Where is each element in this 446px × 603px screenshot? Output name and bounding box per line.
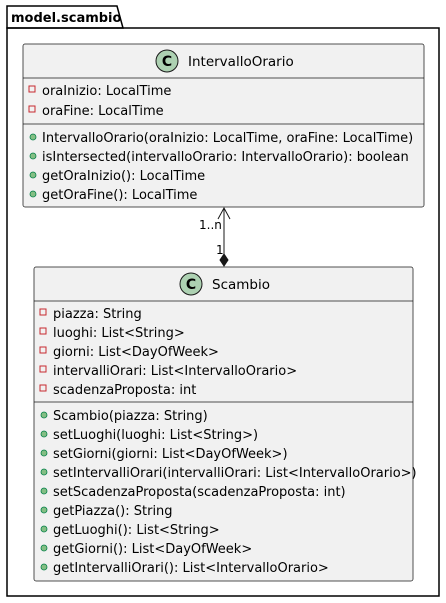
package-frame: model.scambio <box>6 5 440 597</box>
private-marker-icon <box>39 365 47 373</box>
attribute: scadenzaProposta: int <box>53 383 196 398</box>
method: getOraInizio(): LocalTime <box>42 169 205 184</box>
class-stereotype-icon <box>179 272 203 296</box>
source-multiplicity: 1 <box>216 243 224 257</box>
private-marker-icon <box>39 346 47 354</box>
attribute: intervalliOrari: List<IntervalloOrario> <box>53 364 297 379</box>
class-stereotype-letter: C <box>186 277 196 293</box>
public-marker-icon <box>40 544 48 552</box>
public-marker-icon <box>29 190 37 198</box>
package-body <box>6 27 440 597</box>
composition-relation: 1..n 1 <box>199 206 231 267</box>
attribute: giorni: List<DayOfWeek> <box>53 345 219 360</box>
method: getPiazza(): String <box>53 504 173 519</box>
class-name: Scambio <box>212 277 270 293</box>
public-marker-icon <box>40 487 48 495</box>
public-marker-icon <box>40 411 48 419</box>
class-box <box>33 266 414 582</box>
class-stereotype-letter: C <box>162 54 172 70</box>
class-intervallo-orario: C IntervalloOrario oraInizio: LocalTime … <box>22 43 425 208</box>
open-arrowhead-icon <box>217 206 231 220</box>
attribute: oraFine: LocalTime <box>42 104 164 119</box>
class-scambio: C Scambio piazza: String luoghi: List<St… <box>33 266 417 582</box>
private-marker-icon <box>39 384 47 392</box>
public-marker-icon <box>40 449 48 457</box>
method: setLuoghi(luoghi: List<String>) <box>53 428 258 443</box>
attribute: piazza: String <box>53 307 142 322</box>
public-marker-icon <box>40 430 48 438</box>
public-marker-icon <box>29 171 37 179</box>
filled-diamond-icon <box>219 253 229 267</box>
method: getOraFine(): LocalTime <box>42 188 197 203</box>
method: isIntersected(intervalloOrario: Interval… <box>42 150 409 165</box>
method: getGiorni(): List<DayOfWeek> <box>53 542 252 557</box>
public-marker-icon <box>40 506 48 514</box>
class-box <box>22 43 425 208</box>
private-marker-icon <box>28 85 36 93</box>
private-marker-icon <box>39 327 47 335</box>
method: setIntervalliOrari(intervalliOrari: List… <box>53 466 417 481</box>
class-name: IntervalloOrario <box>188 54 294 70</box>
public-marker-icon <box>40 563 48 571</box>
private-marker-icon <box>39 308 47 316</box>
private-marker-icon <box>28 105 36 113</box>
public-marker-icon <box>40 525 48 533</box>
method: getLuoghi(): List<String> <box>53 523 220 538</box>
target-multiplicity: 1..n <box>199 218 222 232</box>
attribute: luoghi: List<String> <box>53 326 185 341</box>
class-stereotype-icon <box>155 49 179 73</box>
method: getIntervalliOrari(): List<IntervalloOra… <box>53 561 329 576</box>
method: setScadenzaProposta(scadenzaProposta: in… <box>53 485 346 500</box>
attribute: oraInizio: LocalTime <box>42 84 171 99</box>
method: IntervalloOrario(oraInizio: LocalTime, o… <box>42 131 413 146</box>
public-marker-icon <box>29 133 37 141</box>
public-marker-icon <box>29 152 37 160</box>
method: setGiorni(giorni: List<DayOfWeek>) <box>53 447 288 462</box>
package-title: model.scambio <box>11 11 122 26</box>
method: Scambio(piazza: String) <box>53 409 208 424</box>
public-marker-icon <box>40 468 48 476</box>
